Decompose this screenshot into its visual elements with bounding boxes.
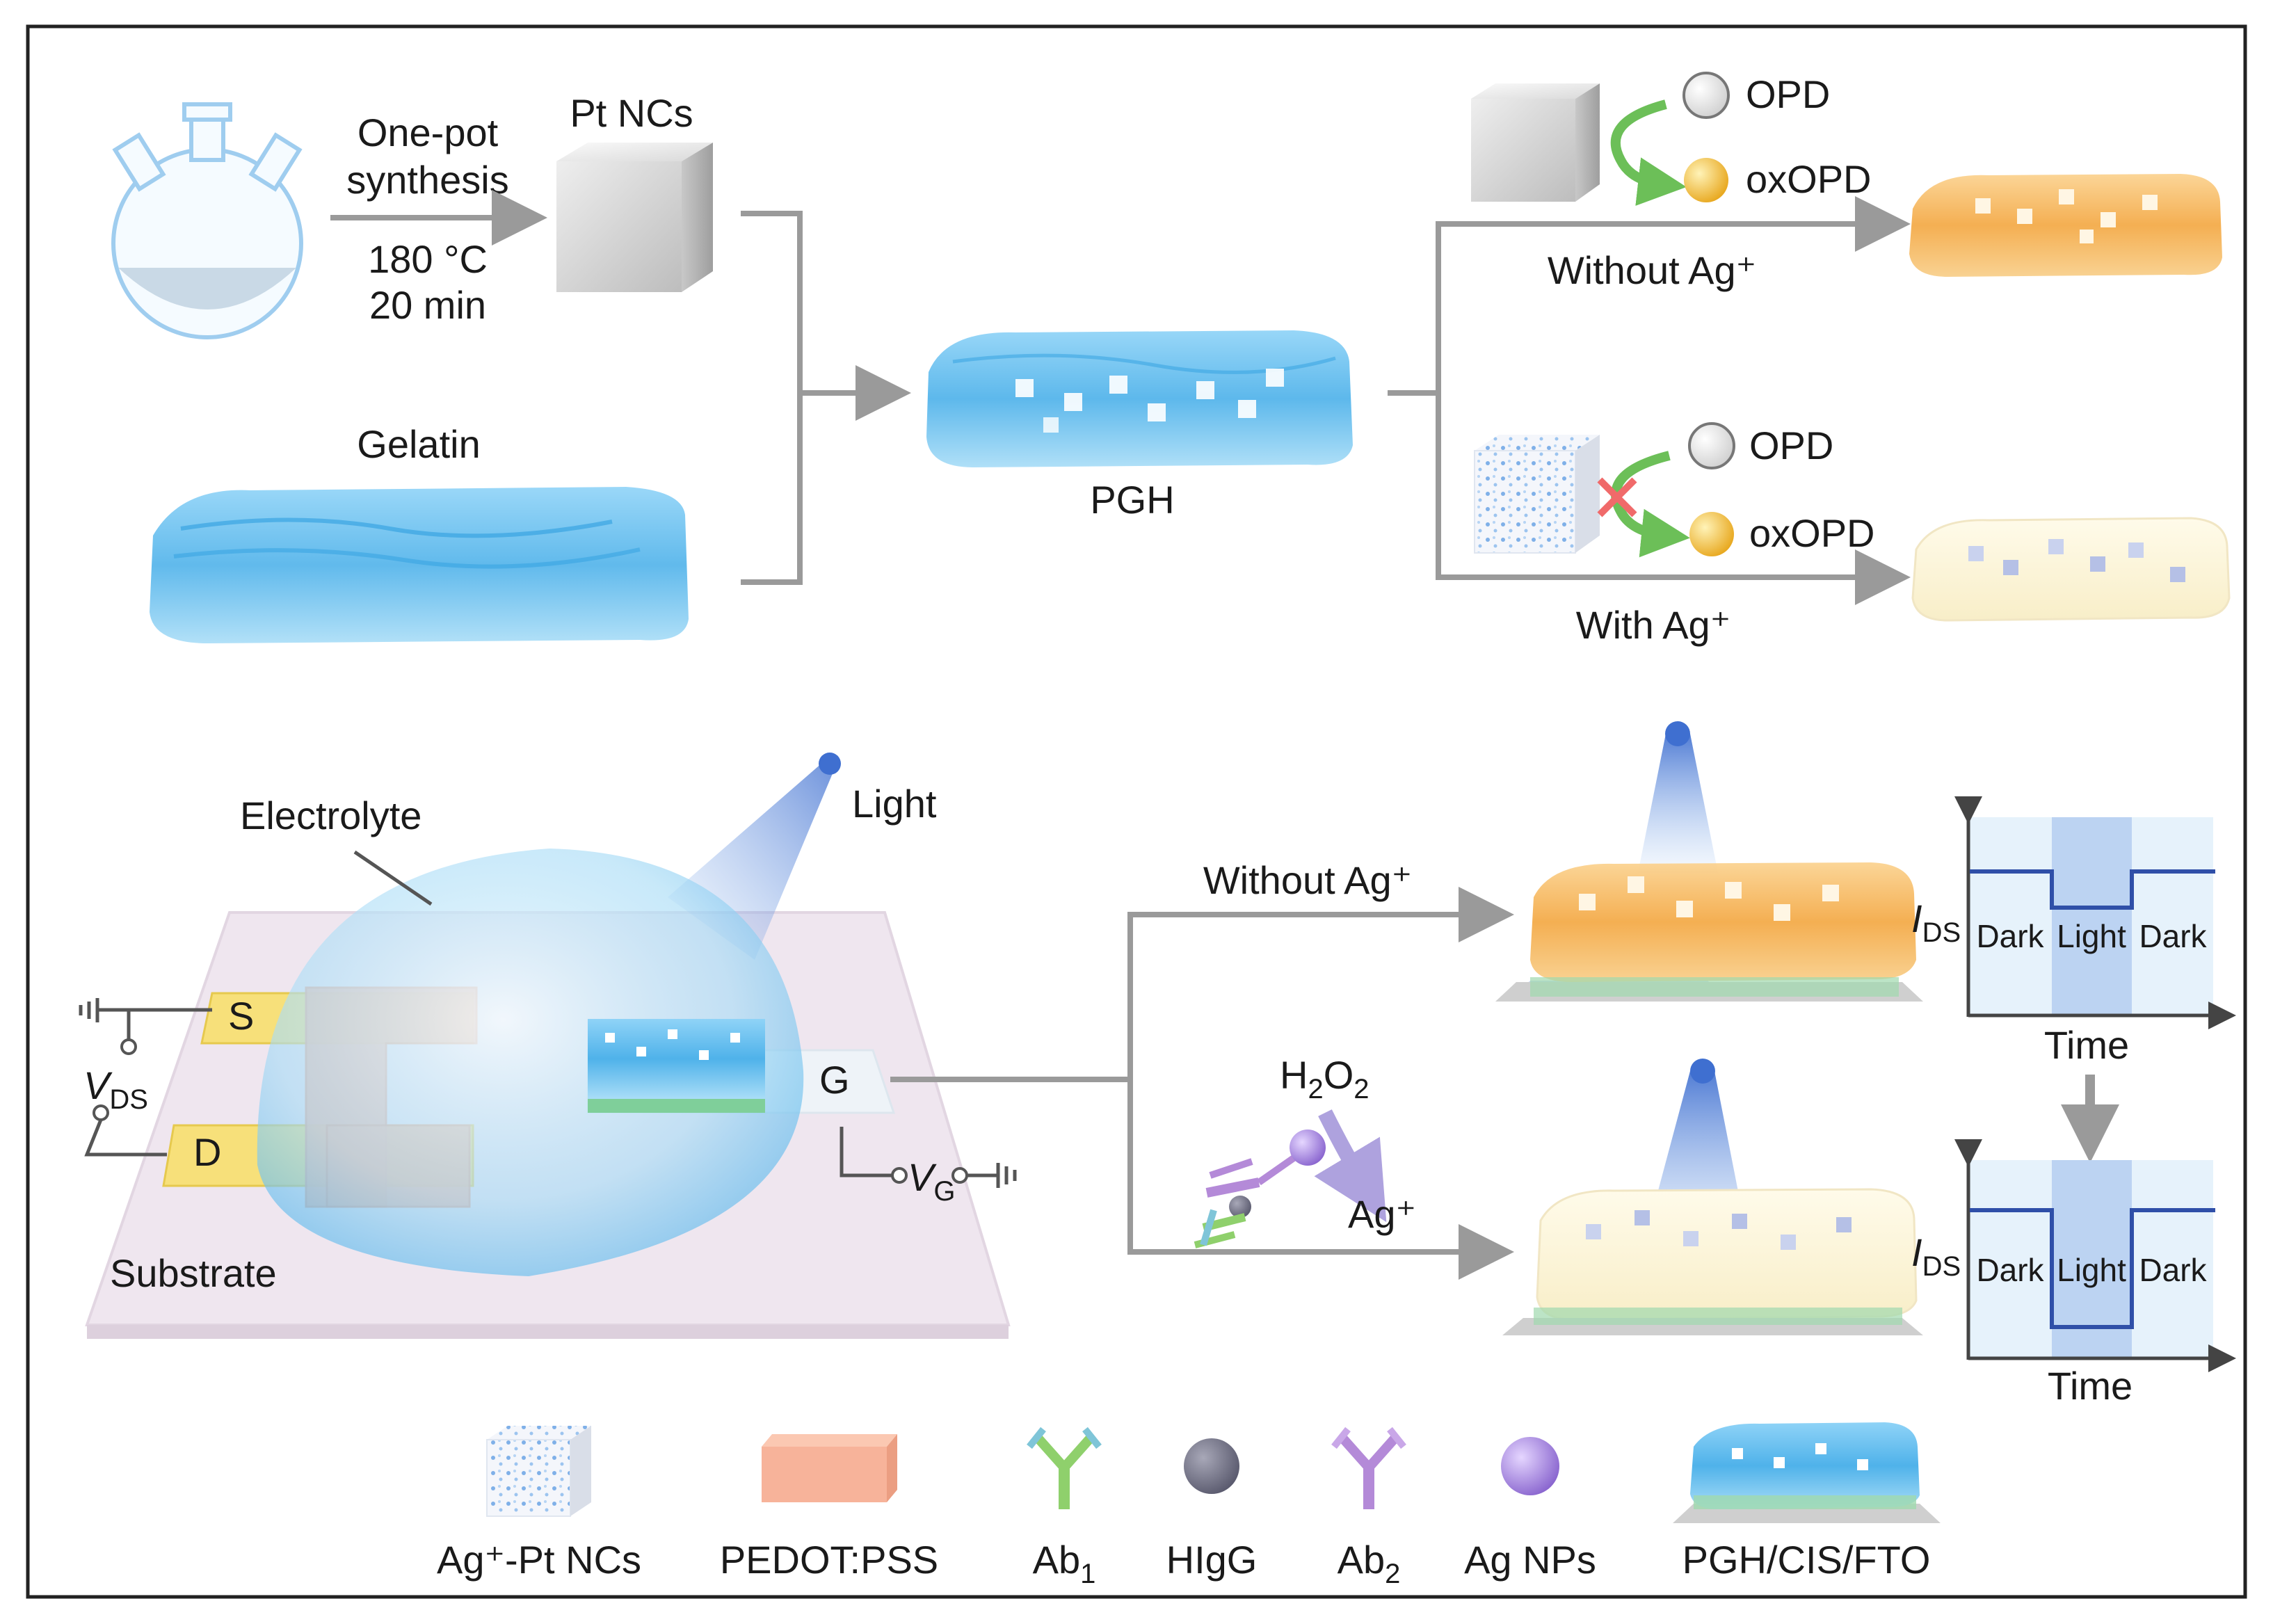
legend-pedot-label: PEDOT:PSS	[720, 1538, 938, 1582]
legend-pedot-icon	[762, 1434, 897, 1502]
dark-right-label-1: Dark	[2139, 918, 2207, 954]
catalysis-curved-arrow-2	[1611, 451, 1690, 558]
dark-left-label-1: Dark	[1976, 918, 2044, 954]
pale-pgh-slab	[1911, 517, 2231, 622]
branch-with-ag-arrow	[1436, 393, 1911, 605]
gelatin-label: Gelatin	[357, 422, 480, 466]
opd-ball-icon-2	[1688, 422, 1735, 469]
ag-ion-label: Ag⁺	[1348, 1192, 1416, 1236]
gate-label: G	[819, 1058, 850, 1102]
pt-to-pgh-connector	[741, 211, 803, 393]
legend-higg-icon	[1184, 1438, 1239, 1494]
substrate-label: Substrate	[110, 1251, 277, 1295]
light-mid-label-1: Light	[2057, 918, 2126, 954]
pt-nc-cube-small-icon	[1471, 83, 1600, 202]
dark-left-label-2: Dark	[1976, 1252, 2044, 1288]
temperature-label: 180 °C	[368, 237, 488, 281]
h2o2-to-ag-arrow	[1314, 1109, 1387, 1223]
gelatin-slab	[150, 487, 689, 643]
electrolyte-dome	[257, 849, 804, 1276]
electrolyte-pointer	[353, 850, 433, 906]
opd-ball-icon	[1682, 72, 1730, 119]
blocked-cross-icon	[1597, 477, 1637, 517]
oxopd-ball-icon-2	[1689, 512, 1734, 556]
legend-higg-label: HIgG	[1166, 1538, 1258, 1582]
synthesis-label-line1: One-pot	[358, 111, 499, 154]
time-axis-label-1: Time	[2044, 1023, 2129, 1067]
pgh-label: PGH	[1090, 478, 1174, 522]
legend-pgh-cis-fto-icon	[1673, 1422, 1941, 1523]
legend-pgh-cis-fto-label: PGH/CIS/FTO	[1682, 1538, 1931, 1582]
legend-ag-pt-icon	[486, 1426, 591, 1517]
legend-ab2-label: Ab2	[1338, 1538, 1401, 1589]
drain-label: D	[193, 1130, 221, 1174]
without-ag-label-bottom: Without Ag⁺	[1203, 858, 1412, 902]
without-ag-label-top: Without Ag⁺	[1548, 248, 1756, 292]
pgh-slab	[926, 330, 1353, 467]
legend-ab2-icon	[1331, 1426, 1406, 1509]
time-axis-label-2: Time	[2048, 1364, 2133, 1408]
gelatin-to-pgh-connector	[741, 393, 803, 585]
h2o2-label: H2O2	[1280, 1053, 1370, 1104]
orange-device-slab	[1495, 721, 1923, 1002]
light-label: Light	[852, 782, 937, 826]
with-ag-label: With Ag⁺	[1576, 603, 1731, 647]
pale-device-slab	[1502, 1059, 1923, 1335]
catalysis-curved-arrow-1	[1610, 99, 1687, 206]
source-label: S	[228, 994, 254, 1038]
light-mid-label-2: Light	[2057, 1252, 2126, 1288]
legend-agnps-icon	[1501, 1437, 1559, 1495]
photoanode-chip	[588, 1019, 765, 1113]
legend-ab1-icon	[1027, 1426, 1102, 1509]
device-with-ag-arrow	[1127, 1079, 1514, 1280]
light-source-icon	[819, 753, 841, 775]
pt-nc-cube-icon	[556, 143, 713, 292]
oxopd-ball-icon	[1684, 158, 1728, 202]
vg-label: VG	[908, 1155, 955, 1207]
dark-right-label-2: Dark	[2139, 1252, 2207, 1288]
opd-label-1: OPD	[1746, 72, 1830, 116]
immunocomplex-icon	[1194, 1129, 1326, 1248]
legend-ag-pt-label: Ag⁺-Pt NCs	[437, 1538, 641, 1582]
vg-circuit	[840, 1127, 1017, 1188]
orange-pgh-slab	[1909, 174, 2222, 277]
ids-plot-without-ag	[1954, 796, 2236, 1029]
time-label: 20 min	[369, 283, 486, 327]
opd-label-2: OPD	[1749, 424, 1833, 467]
branch-without-ag-arrow	[1436, 196, 1911, 393]
vds-label: VDS	[83, 1063, 148, 1115]
oxopd-label-2: oxOPD	[1749, 511, 1875, 555]
synthesis-label-line2: synthesis	[346, 158, 508, 202]
ag-pt-nc-cube-icon	[1474, 435, 1600, 554]
ids-axis-label-1: IDS	[1911, 897, 1961, 948]
figure-frame	[26, 24, 2247, 1599]
ids-plot-with-ag	[1954, 1139, 2236, 1372]
ids-trace-2	[1970, 1208, 2215, 1329]
oxopd-label-1: oxOPD	[1746, 157, 1872, 201]
legend-agnps-label: Ag NPs	[1464, 1538, 1596, 1582]
vds-circuit	[79, 998, 212, 1157]
ids-trace-1	[1970, 869, 2215, 910]
pt-ncs-label: Pt NCs	[570, 91, 693, 135]
electrolyte-label: Electrolyte	[240, 794, 421, 837]
legend-ab1-label: Ab1	[1033, 1538, 1096, 1589]
three-neck-flask-icon	[111, 102, 303, 339]
device-without-ag-arrow	[1127, 887, 1514, 1079]
ids-axis-label-2: IDS	[1911, 1230, 1961, 1282]
